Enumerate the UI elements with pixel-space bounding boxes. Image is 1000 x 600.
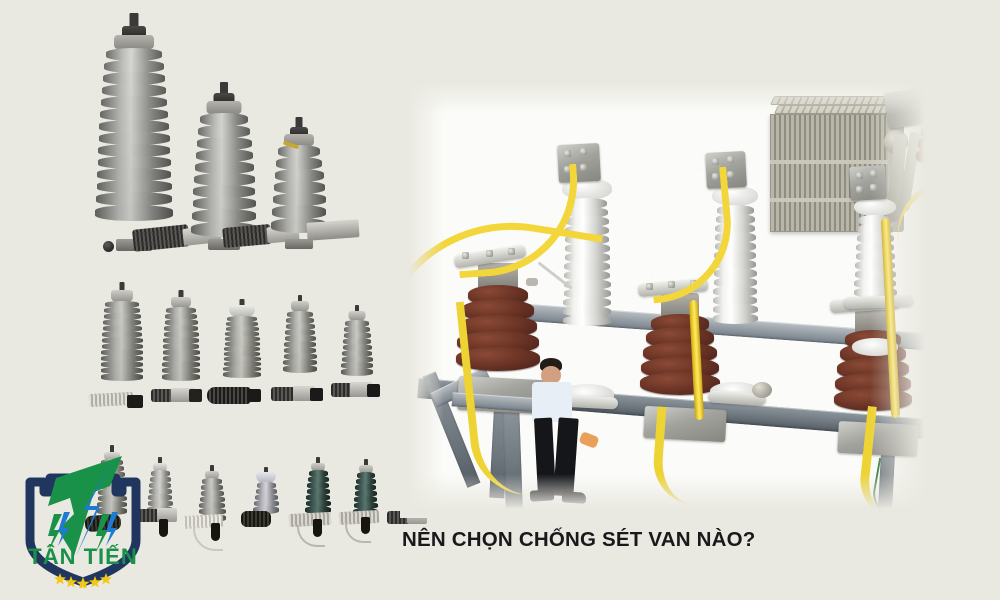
collage-row-medium (88, 277, 395, 417)
product-collage (75, 5, 427, 575)
arrester-small-6 (353, 459, 378, 517)
logo-brand-text: TÂN TIẾN (28, 544, 137, 569)
arrester-large-1-bracket (132, 224, 190, 252)
page-title: NÊN CHỌN CHỐNG SÉT VAN NÀO? (402, 528, 756, 551)
arrester-3-terminal-clamp (849, 165, 887, 201)
arrester-large-1 (95, 13, 173, 251)
lightning-bolt-small-right2-icon (106, 512, 118, 546)
shield-outline-icon (25, 473, 141, 587)
lightning-bolt-small-left2-icon (58, 512, 70, 546)
arrester-large-3-bracket (306, 219, 360, 241)
collage-row-large (75, 5, 395, 255)
lightning-bolt-icon (76, 458, 114, 556)
worker-shirt (532, 382, 572, 422)
letter-t-monogram-icon (48, 456, 122, 556)
logo-svg: TÂN TIẾN (25, 456, 141, 590)
porcelain-insulator-1 (456, 263, 540, 409)
arrester-medium-1 (101, 282, 143, 400)
radiator-top-plate (769, 96, 893, 105)
lightning-bolt-small-left-icon (48, 514, 62, 552)
five-stars-icon (54, 573, 112, 590)
arrester-small-3 (198, 465, 226, 522)
worker-glove (578, 431, 600, 449)
company-logo[interactable]: TÂN TIẾN (18, 452, 148, 590)
worker-shoe-right (561, 491, 587, 504)
arrester-large-2 (191, 82, 257, 250)
field-installation-photo (400, 78, 940, 518)
arrester-medium-4 (283, 295, 317, 393)
arrester-3-base-flange (843, 294, 915, 310)
arrester-medium-3 (223, 299, 261, 395)
arrester-large-2-bracket (222, 223, 272, 249)
arrester-medium-5 (341, 305, 373, 391)
arrester-small-4 (253, 467, 279, 517)
arrester-medium-2 (162, 290, 200, 395)
arrester-small-5 (305, 457, 331, 519)
lightning-bolt-small-right-icon (96, 514, 110, 552)
